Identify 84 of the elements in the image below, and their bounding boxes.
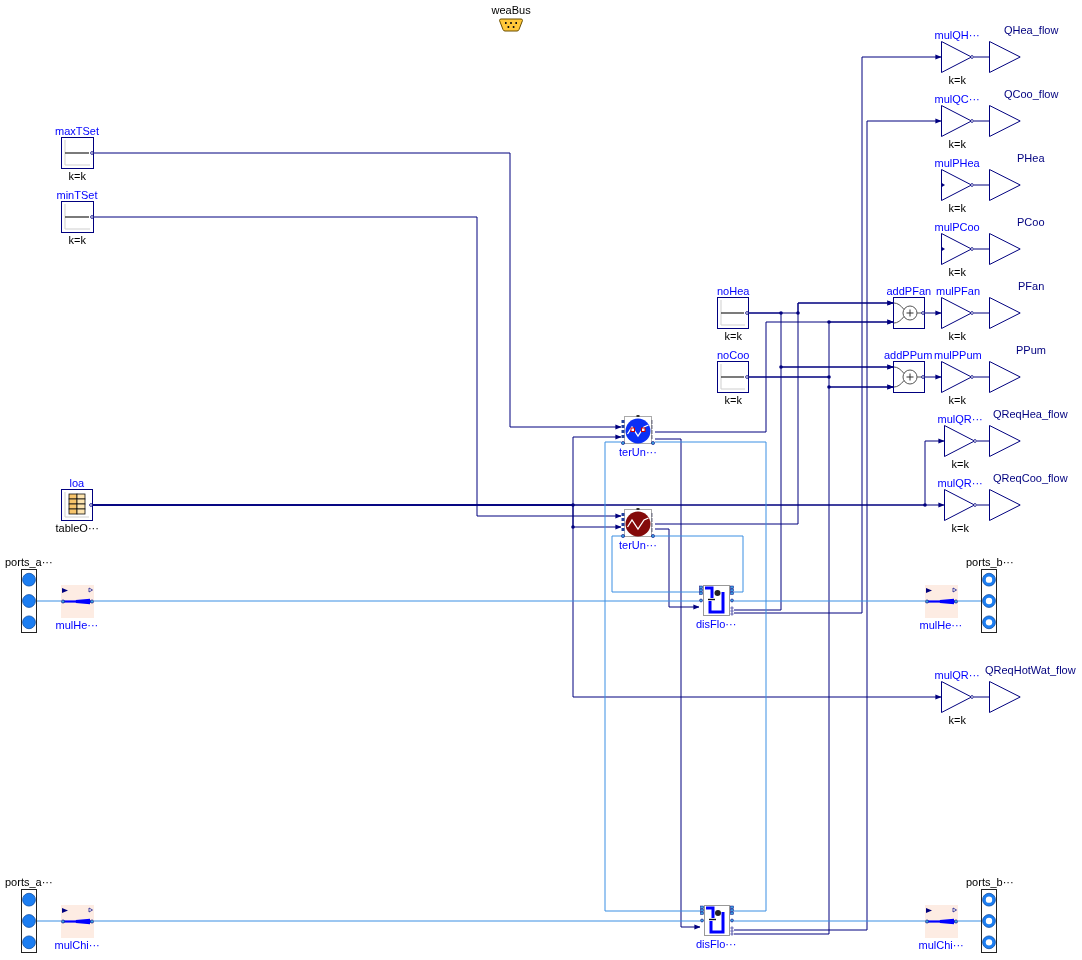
bus-name-label: weaBus [491, 4, 531, 16]
parameter-label: k=k [724, 394, 742, 406]
block-name-label: mulPPum [934, 349, 982, 361]
signal-line [973, 376, 990, 378]
block-name-label: mulPHea [934, 157, 980, 169]
signal-line [973, 696, 990, 698]
fluid-pipe-line [957, 920, 982, 922]
signal-line [973, 312, 990, 314]
parameter-label: k=k [948, 714, 966, 726]
port-name-label: ports_b··· [966, 876, 1014, 888]
signal-line [733, 364, 894, 611]
output-name-label: QReqHotWat_flow [985, 664, 1076, 676]
signal-line [654, 438, 701, 930]
fluid-pipe-line [733, 920, 926, 922]
fluid-pipe-line [611, 535, 700, 593]
port-name-label: ports_a··· [5, 876, 53, 888]
parameter-label: k=k [724, 330, 742, 342]
output-name-label: PPum [1016, 344, 1046, 356]
signal-line [973, 248, 990, 250]
signal-line [973, 184, 990, 186]
block-name-label: loa [69, 477, 85, 489]
output-name-label: PFan [1018, 280, 1045, 292]
parameter-label: k=k [951, 522, 969, 534]
block-name-label: mulQR··· [937, 413, 983, 425]
block-name-label: addPFan [886, 285, 932, 297]
signal-line [733, 384, 894, 935]
parameter-label: k=k [951, 458, 969, 470]
signal-line [733, 54, 942, 614]
output-name-label: PHea [1017, 152, 1045, 164]
parameter-label: k=k [948, 394, 966, 406]
signal-line [654, 528, 700, 610]
block-name-label: mulChi··· [54, 939, 100, 951]
port-name-label: ports_b··· [966, 556, 1014, 568]
block-name-label: terUn··· [619, 446, 657, 458]
parameter-label: k=k [948, 138, 966, 150]
parameter-label: k=k [68, 234, 86, 246]
block-name-label: mulPCoo [934, 221, 980, 233]
block-name-label: minTSet [56, 189, 98, 201]
parameter-label: k=k [948, 330, 966, 342]
output-name-label: QReqCoo_flow [993, 472, 1068, 484]
parameter-label: k=k [948, 266, 966, 278]
block-name-label: mulQR··· [934, 669, 980, 681]
fluid-pipe-line [654, 535, 744, 593]
fluid-pipe-line [93, 600, 700, 602]
block-name-label: mulPFan [936, 285, 981, 297]
fluid-pipe-line [36, 600, 62, 602]
block-name-label: terUn··· [619, 539, 657, 551]
fluid-pipe-line [733, 600, 926, 602]
signal-line [92, 504, 942, 700]
output-name-label: QCoo_flow [1004, 88, 1059, 100]
signal-line [976, 440, 990, 442]
block-name-label: mulHe··· [55, 619, 99, 631]
signal-line [973, 120, 990, 122]
signal-line [93, 152, 622, 430]
block-name-label: mulHe··· [919, 619, 963, 631]
block-name-label: addPPum [884, 349, 933, 361]
output-name-label: QReqHea_flow [993, 408, 1068, 420]
block-name-label: noCoo [717, 349, 750, 361]
parameter-label: k=k [948, 74, 966, 86]
signal-line [93, 216, 622, 519]
block-name-label: disFlo··· [696, 938, 737, 950]
fluid-pipe-line [957, 600, 982, 602]
signal-line [733, 118, 942, 931]
block-name-label: disFlo··· [696, 618, 737, 630]
output-name-label: PCoo [1017, 216, 1045, 228]
port-name-label: ports_a··· [5, 556, 53, 568]
signal-line [924, 374, 942, 380]
signal-line [973, 56, 990, 58]
block-name-label: noHea [717, 285, 750, 297]
signal-line [976, 504, 990, 506]
output-name-label: QHea_flow [1004, 24, 1059, 36]
parameter-label: k=k [948, 202, 966, 214]
signal-line [924, 310, 942, 316]
block-name-label: mulChi··· [918, 939, 964, 951]
fluid-pipe-line [604, 441, 701, 912]
block-name-label: mulQC··· [934, 93, 980, 105]
fluid-pipe-line [36, 920, 62, 922]
block-name-label: maxTSet [55, 125, 99, 137]
block-name-label: mulQR··· [937, 477, 983, 489]
fluid-pipe-line [654, 441, 767, 912]
parameter-label: k=k [68, 170, 86, 182]
fluid-pipe-line [93, 920, 701, 922]
block-name-label: mulQH··· [934, 29, 980, 41]
table-name-label: tableO··· [55, 522, 99, 534]
